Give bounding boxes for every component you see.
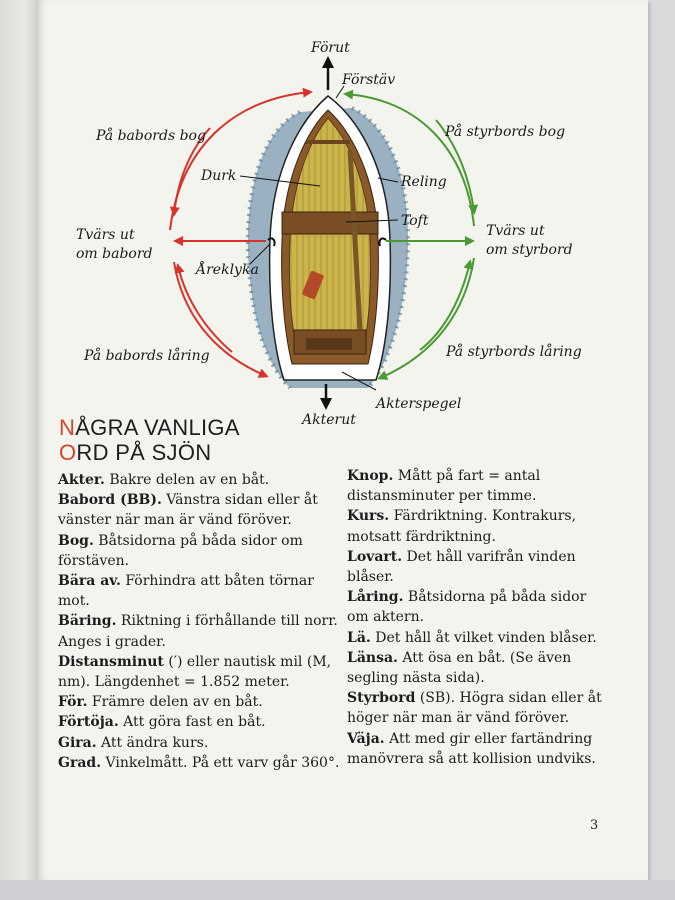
label-toft: Toft [401,213,429,229]
glossary-entry: Bära av. Förhindra att båten törnar mot. [58,573,314,610]
background-surface [0,880,675,900]
label-akterspegel: Akterspegel [376,396,462,412]
heading-line-2: RD PÅ SJÖN [76,440,212,465]
glossary-entry: Gira. Att ändra kurs. [58,734,209,751]
left-page-edge [0,0,42,900]
label-styrbords-laring: På styrbords låring [446,344,582,360]
label-babords-laring: På babords låring [84,348,210,364]
glossary-entry: Bog. Båtsidorna på båda sidor om förstäv… [58,532,303,569]
label-akterut: Akterut [302,412,356,428]
heading-initial-2: O [59,440,77,465]
label-tvars-babord-2: om babord [76,246,153,262]
label-forut: Förut [311,40,350,56]
glossary-entry: Väja. Att med gir eller fartändring manö… [347,730,596,767]
label-tvars-styrbord-2: om styrbord [486,242,573,258]
label-reling: Reling [401,174,447,190]
glossary-entry: Knop. Mått på fart = antal distansminute… [347,468,541,505]
glossary-entry: Lä. Det håll åt vilket vinden blåser. [347,629,597,646]
glossary-entry: Länsa. Att ösa en båt. (Se även segling … [347,649,572,687]
label-forstav: Förstäv [342,72,396,88]
label-babords-bog: På babords bog [96,128,206,144]
boat-thwart [281,211,379,235]
glossary-entry: För. Främre delen av en båt. [58,694,263,711]
glossary-entry: Låring. Båtsidorna på båda sidor om akte… [347,589,587,626]
boat-diagram [169,56,479,410]
glossary-entry: Lovart. Det håll varifrån vinden blåser. [347,548,576,586]
glossary-entry: Babord (BB). Vänstra sidan eller åt väns… [58,492,318,529]
page-number: 3 [590,818,599,833]
glossary-entry: Akter. Bakre delen av en båt. [58,472,270,488]
glossary-entry: Styrbord (SB). Högra sidan eller åt höge… [347,690,602,727]
label-tvars-styrbord-1: Tvärs ut [486,223,545,239]
heading-initial-1: N [59,415,76,440]
heading-line-1: ÅGRA VANLIGA [75,415,240,440]
glossary-left-column: Akter. Bakre delen av en båt. Babord (BB… [58,470,343,773]
glossary-entry: Bäring. Riktning i förhållande till norr… [58,613,338,650]
label-tvars-babord-1: Tvärs ut [76,227,135,243]
glossary-right-column: Knop. Mått på fart = antal distansminute… [347,466,612,769]
glossary-entry: Kurs. Färdriktning. Kontrakurs, motsatt … [347,508,577,545]
label-styrbords-bog: På styrbords bog [445,124,566,140]
section-heading: NÅGRA VANLIGA ORD PÅ SJÖN [59,415,240,465]
label-durk: Durk [201,168,237,184]
glossary-entry: Förtöja. Att göra fast en båt. [58,714,266,731]
oar [347,149,363,331]
label-arklyka: Åreklyka [196,262,259,278]
glossary-entry: Grad. Vinkelmått. På ett varv går 360°. [58,754,340,771]
glossary-entry: Distansminut (′) eller nautisk mil (M, n… [58,653,332,691]
